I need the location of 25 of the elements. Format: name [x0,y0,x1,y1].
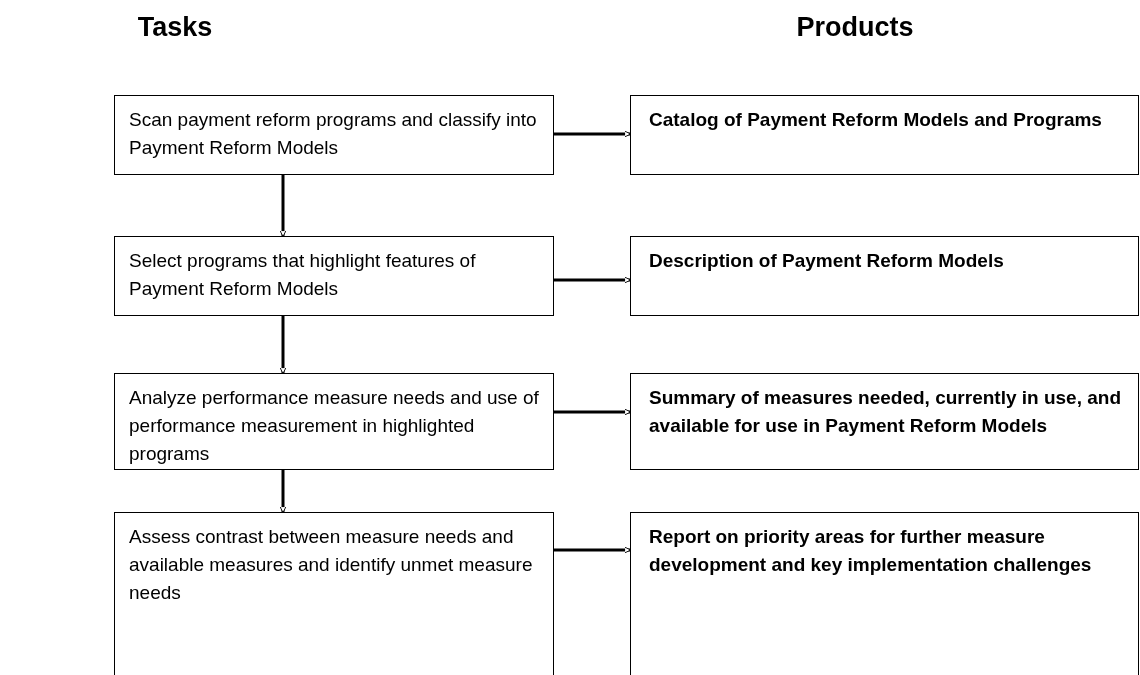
task-box [114,512,554,675]
arrow [279,175,287,238]
column-heading: Products [795,12,915,43]
product-box [630,373,1139,470]
product-text: Report on priority areas for further measure development and key implementation challenges [649,525,1093,577]
product-text: Summary of measures needed, currently in use, and available for use in Payment Reform Models [649,386,1122,438]
product-box [630,236,1139,316]
arrow [554,130,632,138]
arrow [279,470,287,514]
arrow [554,546,632,554]
task-box [114,373,554,470]
task-box [114,236,554,316]
arrow [279,316,287,375]
task-text: Scan payment reform programs and classify into Payment Reform Models [129,108,538,160]
product-text: Description of Payment Reform Models [649,249,1005,273]
product-box [630,512,1139,675]
product-text: Catalog of Payment Reform Models and Programs [649,108,1103,132]
column-heading: Tasks [136,12,214,43]
arrow [554,276,632,284]
task-text: Select programs that highlight features of Payment Reform Models [129,249,477,301]
arrow [554,408,632,416]
task-box [114,95,554,175]
product-box [630,95,1139,175]
task-text: Assess contrast between measure needs and available measures and identify unmet measure needs [129,525,534,605]
task-text: Analyze performance measure needs and use of performance measurement in highlighted programs [129,386,540,466]
